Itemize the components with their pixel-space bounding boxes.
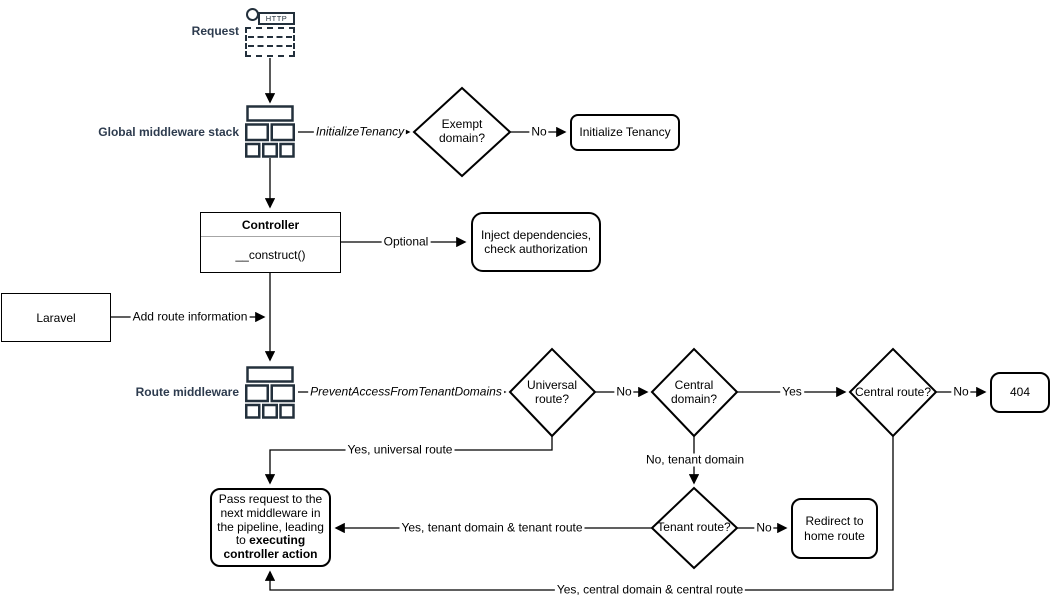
exempt-domain-label: Exempt domain? [438, 117, 486, 145]
controller-class-title: Controller [201, 213, 340, 237]
edge-label-central-yes: Yes, central domain & central route [554, 582, 746, 597]
laravel-box: Laravel [1, 293, 111, 342]
redirect-home-label: Redirect to home route [804, 514, 865, 543]
laravel-label: Laravel [36, 310, 76, 325]
global-middleware-row-label: Global middleware stack [98, 125, 239, 139]
request-row-label: Request [191, 24, 239, 38]
global-middleware-stack-icon [245, 105, 295, 158]
central-domain-label: Central domain? [670, 378, 718, 406]
universal-route-decision [508, 347, 597, 438]
universal-route-label: Universal route? [526, 378, 577, 406]
exempt-domain-decision [412, 86, 512, 178]
edge-label-add-route-information: Add route information [130, 309, 250, 324]
edge-label-prevent-access-middleware: PreventAccessFromTenantDomains [308, 384, 504, 399]
controller-class-box: Controller __construct() [200, 212, 341, 273]
edge-label-central-route-no: No [951, 384, 971, 399]
http-circle-glyph [246, 8, 259, 21]
http-request-icon: HTTP [244, 6, 296, 58]
http-icon-label: HTTP [265, 14, 288, 23]
route-middleware-row-label: Route middleware [135, 385, 239, 399]
pass-request-text: Pass request to the next middleware in t… [217, 491, 324, 548]
http-payload-line [248, 36, 292, 38]
edge-label-optional: Optional [381, 234, 431, 249]
central-route-decision [848, 347, 938, 438]
initialize-tenancy-label: Initialize Tenancy [579, 125, 671, 140]
http-protocol-box: HTTP [258, 12, 295, 25]
inject-dependencies-label: Inject dependencies, check authorization [480, 227, 592, 256]
error-404-label: 404 [1009, 385, 1031, 400]
tenant-route-label: Tenant route? [657, 520, 731, 535]
pass-request-bold-text: executing controller action [223, 533, 318, 562]
edge-label-tenant-domain-no: No, tenant domain [643, 452, 747, 467]
edge-label-initialize-tenancy-middleware: InitializeTenancy [313, 124, 407, 139]
redirect-home-box: Redirect to home route [791, 498, 878, 559]
edge-label-universal-yes: Yes, universal route [345, 442, 455, 457]
edge-label-exempt-no: No [529, 124, 549, 139]
edge-label-tenant-route-no: No [754, 520, 774, 535]
central-route-label: Central route? [854, 385, 932, 400]
error-404-box: 404 [990, 372, 1050, 413]
http-payload-line [248, 45, 292, 47]
edge-label-central-domain-yes: Yes [780, 384, 804, 399]
edge-label-universal-no: No [614, 384, 634, 399]
controller-constructor-label: __construct() [235, 247, 306, 262]
pass-request-label: Pass request to the next middleware in t… [216, 491, 325, 563]
initialize-tenancy-box: Initialize Tenancy [570, 114, 680, 151]
route-middleware-stack-icon [245, 366, 295, 419]
inject-dependencies-box: Inject dependencies, check authorization [471, 212, 601, 272]
edge-label-tenant-yes: Yes, tenant domain & tenant route [399, 520, 585, 535]
tenant-route-decision [650, 486, 739, 570]
pass-request-box: Pass request to the next middleware in t… [210, 488, 331, 567]
central-domain-decision [650, 347, 739, 438]
http-payload-box [245, 27, 295, 57]
